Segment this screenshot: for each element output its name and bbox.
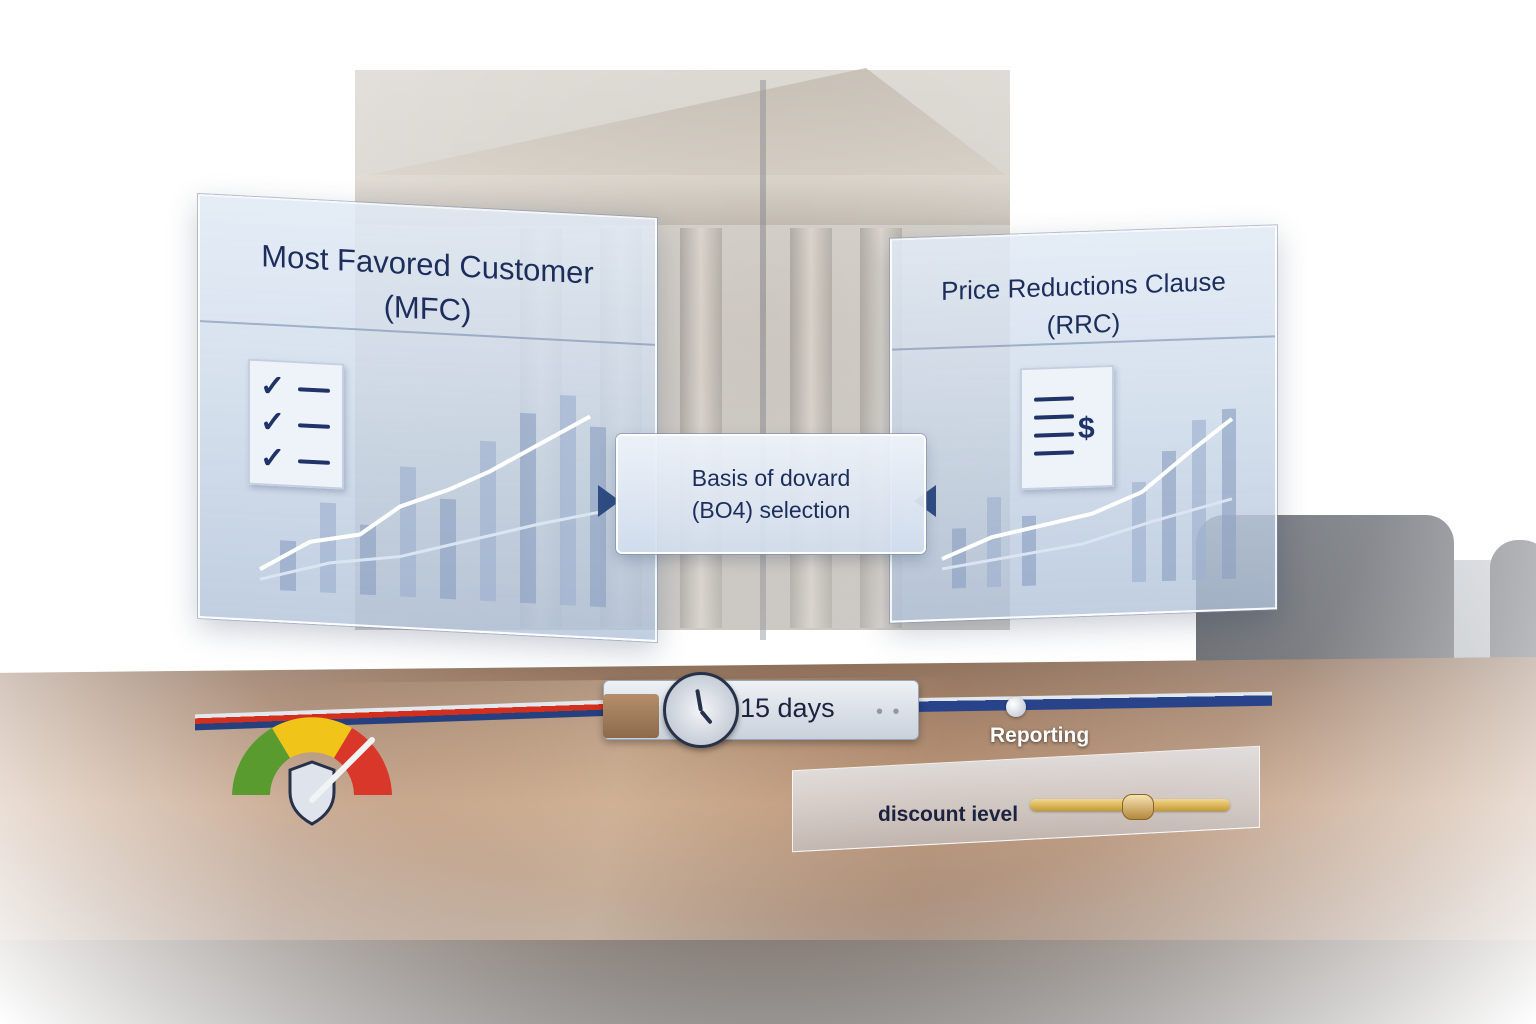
drag-dots-icon: • • [876, 701, 902, 723]
column [790, 228, 832, 628]
clock-icon [663, 672, 739, 748]
discount-slider-knob[interactable] [1122, 794, 1155, 820]
tag-line1: Basis of dovard [691, 465, 851, 491]
arrow-right-icon [598, 485, 620, 517]
tag-line2: (BO4) selection [691, 497, 851, 523]
discount-label: discount ievel [878, 803, 1019, 826]
glass-door-frame [760, 80, 766, 640]
reporting-label: Reporting [990, 724, 1090, 747]
days-label: 15 days [740, 693, 835, 723]
shield-gauge-icon [232, 717, 392, 826]
table-edge [0, 940, 1536, 1024]
rrc-trend-chart [941, 408, 1236, 589]
column [680, 228, 722, 628]
mfc-panel[interactable]: Most Favored Customer (MFC) ✓ ✓ ✓ [198, 193, 657, 643]
bo4-selection-tag[interactable]: Basis of dovard (BO4) selection [616, 434, 926, 554]
mfc-trend-chart [258, 394, 606, 608]
rrc-panel[interactable]: Price Reductions Clause (RRC) $ [890, 225, 1277, 623]
reporting-knob[interactable] [1006, 697, 1026, 717]
timeline-handle[interactable] [603, 694, 659, 738]
